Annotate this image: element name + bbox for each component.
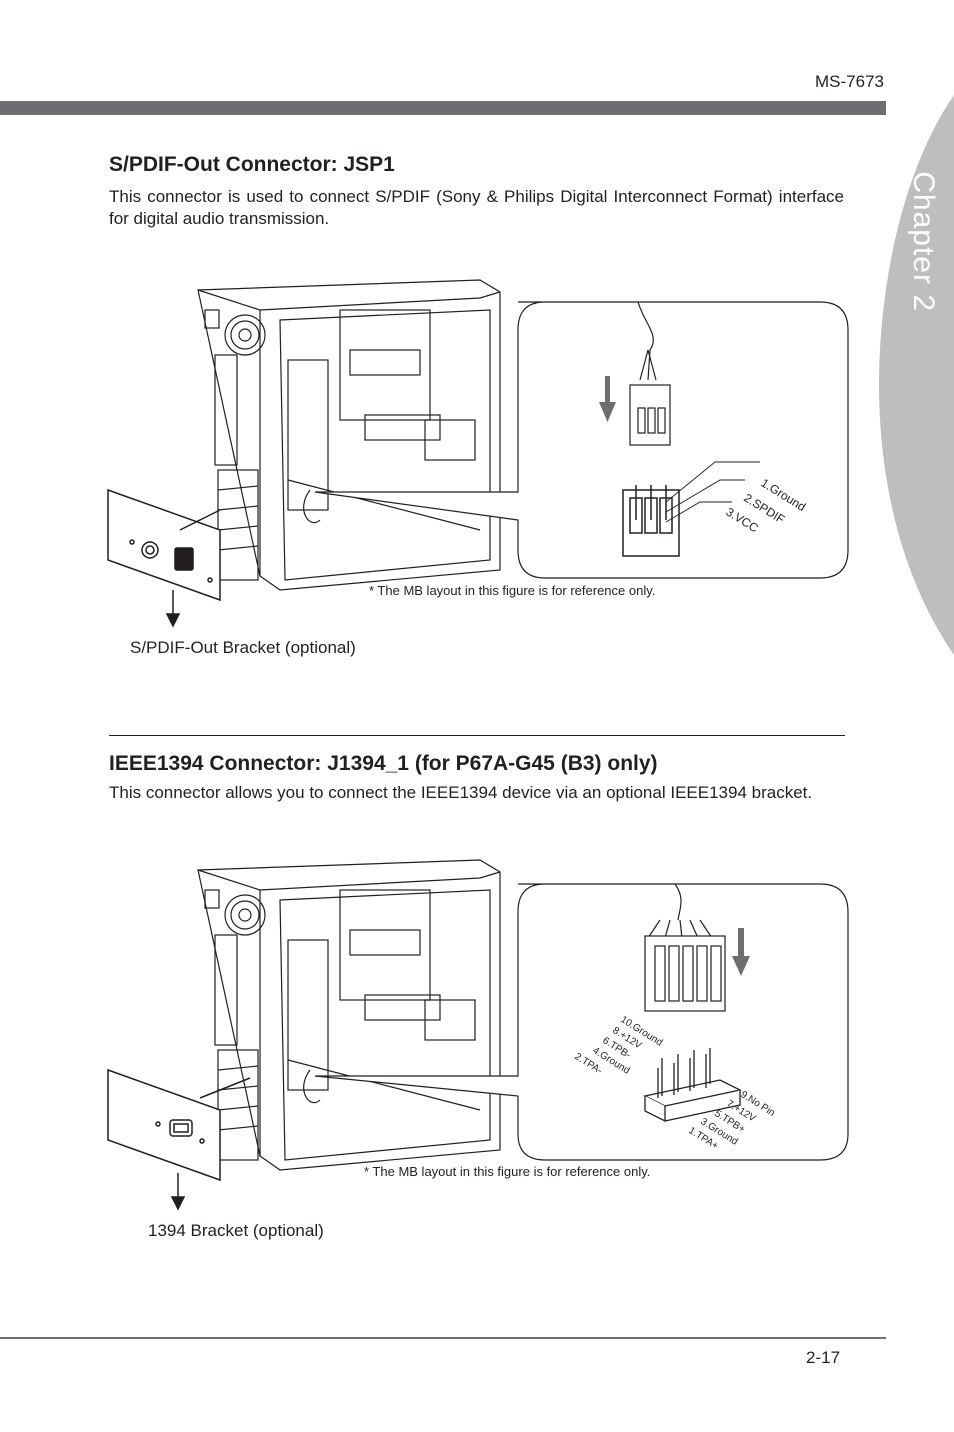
bracket-pointer-arrow [170, 1173, 186, 1211]
ieee1394-note: * The MB layout in this figure is for re… [364, 1164, 650, 1179]
ieee1394-title: IEEE1394 Connector: J1394_1 (for P67A-G4… [109, 752, 658, 775]
model-number: MS-7673 [815, 72, 884, 91]
pc-case-drawing [197, 859, 501, 1171]
ieee1394-diagram: 10.Ground 8.+12V 6.TPB- 4.Ground 2.TPA- … [107, 859, 849, 1211]
footer-rule [0, 1337, 886, 1339]
spdif-diagram: 1.Ground 2.SPDIF 3.VCC * The MB layout i… [107, 279, 849, 628]
ieee1394-bracket [107, 1068, 251, 1182]
insert-arrow-icon [599, 376, 616, 422]
section-divider [109, 735, 845, 736]
page-number: 2-17 [806, 1348, 841, 1367]
bracket-pointer-arrow [165, 590, 181, 628]
ieee1394-bracket-caption: 1394 Bracket (optional) [148, 1221, 324, 1240]
spdif-header-connector [622, 485, 680, 557]
chapter-tab-label: Chapter 2 [907, 171, 940, 312]
insert-arrow-icon [732, 928, 750, 976]
spdif-note: * The MB layout in this figure is for re… [369, 583, 655, 598]
ieee1394-plug [644, 883, 726, 1012]
chapter-tab [879, 95, 954, 655]
spdif-description: This connector is used to connect S/PDIF… [109, 187, 844, 228]
header-bar [0, 101, 886, 115]
spdif-title: S/PDIF-Out Connector: JSP1 [109, 153, 395, 176]
spdif-plug [629, 301, 671, 446]
zoom-callout [314, 301, 849, 579]
ieee1394-description: This connector allows you to connect the… [109, 783, 813, 802]
spdif-bracket-caption: S/PDIF-Out Bracket (optional) [130, 638, 356, 657]
spdif-bracket [107, 488, 221, 602]
pc-case-drawing [197, 279, 501, 591]
pin-leaders [665, 461, 760, 523]
ieee1394-header-connector [643, 1048, 742, 1123]
